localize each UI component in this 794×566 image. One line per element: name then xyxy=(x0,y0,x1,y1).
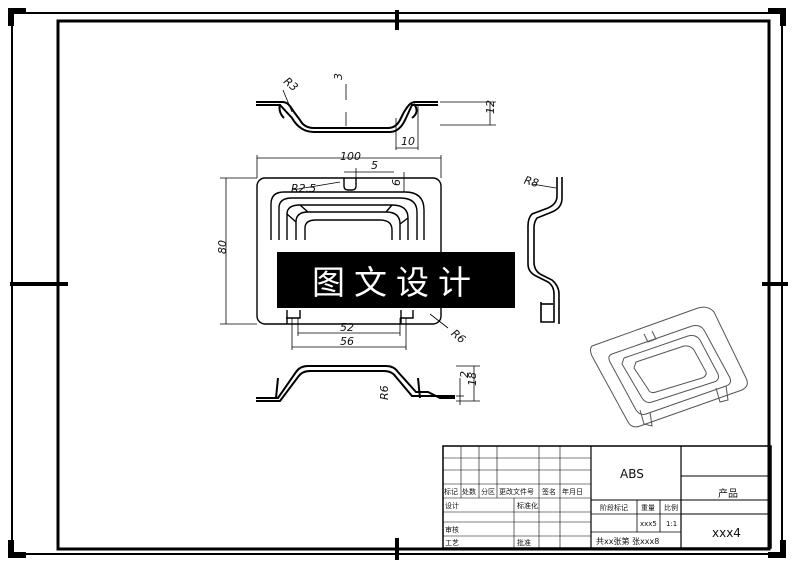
rev-header-4: 签名 xyxy=(542,487,556,496)
weight-label: 重量 xyxy=(641,504,655,512)
isometric-view xyxy=(590,306,748,428)
rev-header-5: 年月日 xyxy=(562,487,583,496)
title-banner: 图文设计 xyxy=(277,252,515,308)
dim-depth-6: 6 xyxy=(390,179,403,186)
top-view-dimensions xyxy=(282,84,496,150)
dim-width-10: 10 xyxy=(401,135,415,148)
rev-header-1: 处数 xyxy=(462,487,476,496)
dim-height-2: 2 xyxy=(458,371,471,378)
dim-height-80: 80 xyxy=(216,240,229,254)
rev-header-3: 更改文件号 xyxy=(499,487,534,496)
plan-view-dimensions xyxy=(220,155,449,350)
scale-label: 比例 xyxy=(664,503,678,512)
bottom-section-view xyxy=(256,365,455,402)
bottom-view-dimensions xyxy=(456,365,480,405)
dim-r6-bottom: R6 xyxy=(378,385,391,400)
dim-r2-5: R2.5 xyxy=(291,182,316,195)
dimension-labels: R3 3 12 10 100 5 R2.5 6 80 52 56 R6 R8 2… xyxy=(216,73,540,400)
dim-height-12: 12 xyxy=(484,100,497,114)
design-label: 设计 xyxy=(445,501,459,510)
top-section-view xyxy=(256,101,438,133)
standardize-label: 标准化 xyxy=(517,501,538,510)
dim-width-56: 56 xyxy=(340,335,354,348)
dim-r8: R8 xyxy=(523,174,541,190)
rev-header-0: 标记 xyxy=(444,487,458,496)
stage-mark-label: 阶段标记 xyxy=(600,503,628,512)
corner-marks xyxy=(8,8,786,558)
process-label: 工艺 xyxy=(445,539,459,547)
part-name: 产品 xyxy=(718,487,738,500)
centering-marks xyxy=(10,10,788,560)
weight-value: xxx5 xyxy=(640,520,657,528)
dim-height-18: 18 xyxy=(466,372,479,386)
title-block-text: ABS 产品 xxx4 标记 处数 分区 更改文件号 签名 年月日 设计 标准化… xyxy=(444,467,741,547)
rev-header-2: 分区 xyxy=(481,487,495,496)
review-label: 审核 xyxy=(445,525,459,534)
dim-thickness-3: 3 xyxy=(332,73,345,80)
approve-label: 批准 xyxy=(517,538,531,547)
dim-width-100: 100 xyxy=(340,150,361,163)
scale-value: 1:1 xyxy=(666,520,677,528)
banner-text: 图文设计 xyxy=(312,263,480,302)
dim-r6: R6 xyxy=(448,327,468,346)
dim-slot-5: 5 xyxy=(371,159,378,172)
side-view xyxy=(527,177,563,324)
dim-width-52: 52 xyxy=(340,321,354,334)
part-code: xxx4 xyxy=(712,526,741,540)
material-value: ABS xyxy=(620,467,644,481)
sheet-count: 共xx张第 张xxx8 xyxy=(596,536,659,546)
title-block xyxy=(442,445,772,549)
plan-view xyxy=(256,177,442,325)
